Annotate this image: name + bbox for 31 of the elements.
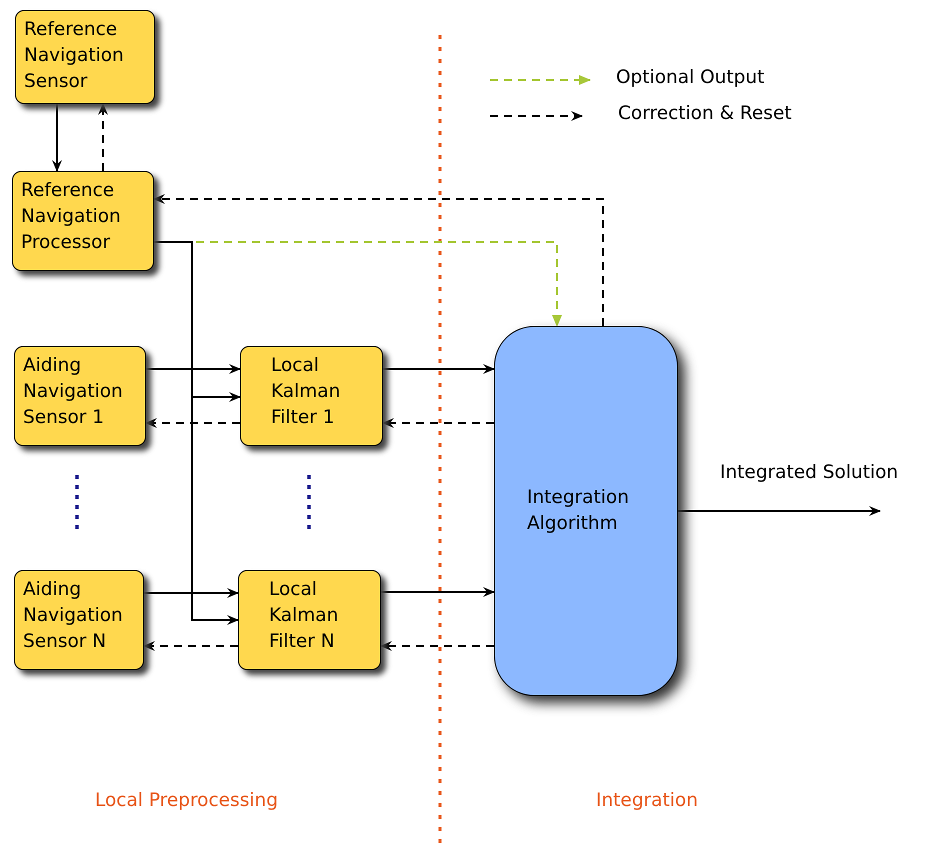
region-label: Local Preprocessing xyxy=(95,790,278,811)
edge-label: Integrated Solution xyxy=(720,462,898,483)
arrow xyxy=(98,103,108,171)
legend-label: Correction & Reset xyxy=(618,103,792,124)
arrow xyxy=(380,641,494,651)
arrow xyxy=(381,587,495,597)
node-label: Local Kalman Filter 1 xyxy=(271,354,342,430)
arrow xyxy=(382,418,494,428)
arrow xyxy=(145,418,240,428)
process-box xyxy=(238,570,381,670)
arrow xyxy=(678,506,881,516)
process-box xyxy=(12,171,154,271)
legend-label: Optional Output xyxy=(616,67,764,88)
process-box xyxy=(14,570,144,670)
arrow xyxy=(146,364,241,374)
node-label: Integration Algorithm xyxy=(527,486,630,536)
arrow xyxy=(52,104,62,172)
process-box xyxy=(14,346,146,446)
arrow xyxy=(153,194,604,326)
process-box xyxy=(15,10,155,104)
region-label: Integration xyxy=(596,790,698,811)
node-label: Reference Navigation Sensor xyxy=(24,18,125,94)
node-label: Aiding Navigation Sensor N xyxy=(23,578,124,654)
arrow xyxy=(383,364,495,374)
node-label: Reference Navigation Processor xyxy=(21,179,122,255)
node-label: Aiding Navigation Sensor 1 xyxy=(23,354,124,430)
process-box xyxy=(494,326,678,696)
process-box xyxy=(240,346,383,446)
arrow xyxy=(143,641,238,651)
arrow xyxy=(144,588,239,598)
node-label: Local Kalman Filter N xyxy=(269,578,340,654)
